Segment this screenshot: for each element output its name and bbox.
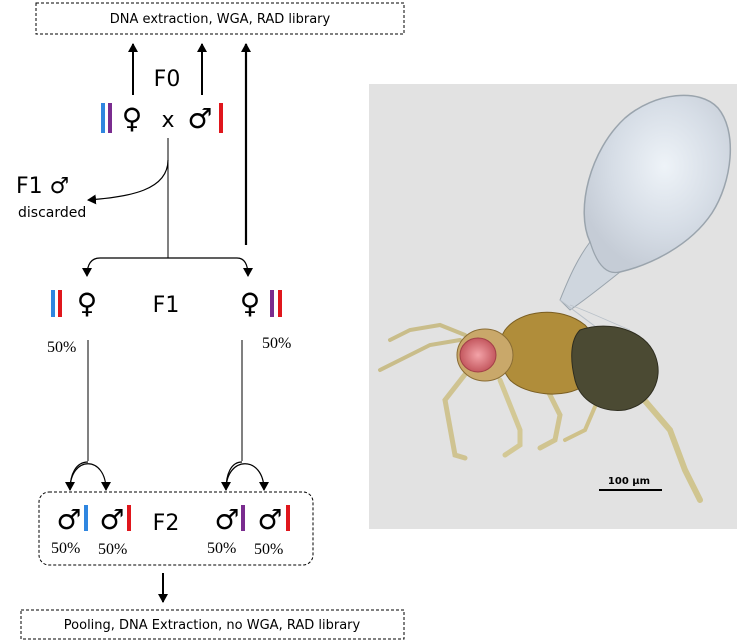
- percent-label: 50%: [262, 335, 291, 352]
- f2-male-3: ♂ 50%: [207, 503, 245, 557]
- f1-male-label: F1 ♂: [16, 174, 69, 199]
- chromosome-red: [278, 290, 282, 317]
- male-symbol: ♂: [56, 503, 81, 536]
- branch-right: [168, 257, 253, 277]
- percent-label: 50%: [47, 339, 76, 356]
- bottom-box-text: Pooling, DNA Extraction, no WGA, RAD lib…: [64, 618, 361, 633]
- f0-cross: ♀ x ♂: [101, 102, 223, 135]
- percent-label: 50%: [98, 541, 127, 558]
- f2-male-4: ♂ 50%: [254, 503, 290, 558]
- bottom-box: Pooling, DNA Extraction, no WGA, RAD lib…: [20, 609, 405, 640]
- male-symbol: ♂: [99, 503, 124, 536]
- wing: [559, 94, 732, 339]
- scale-bar: 100 µm: [599, 476, 662, 491]
- arc-left-start: [65, 461, 89, 491]
- f2-box: F2 ♂ 50% ♂ 50% ♂ 50% ♂ 50%: [38, 491, 314, 566]
- male-symbol: ♂: [187, 102, 212, 135]
- male-symbol: ♂: [214, 503, 239, 536]
- generation-f1: F1: [153, 293, 180, 318]
- chromosome-red: [219, 103, 223, 133]
- female-symbol: ♀: [240, 287, 261, 320]
- percent-label: 50%: [254, 541, 283, 558]
- generation-f2: F2: [153, 511, 180, 536]
- chromosome-blue: [84, 505, 88, 531]
- chromosome-blue: [101, 103, 105, 133]
- chromosome-red: [286, 505, 290, 531]
- f2-male-1: ♂ 50%: [51, 503, 88, 557]
- insect-photo: 100 µm: [369, 84, 737, 529]
- chromosome-purple: [270, 290, 274, 317]
- chromosome-red: [127, 505, 131, 531]
- cross-symbol: x: [161, 108, 174, 133]
- top-box: DNA extraction, WGA, RAD library: [35, 2, 405, 35]
- female-symbol: ♀: [77, 287, 98, 320]
- discarded-note: discarded: [18, 205, 86, 221]
- chromosome-red: [58, 290, 62, 317]
- female-symbol: ♀: [122, 102, 143, 135]
- branch-left: [82, 257, 168, 277]
- discard-arrow: [87, 159, 169, 205]
- percent-label: 50%: [51, 540, 80, 557]
- arc-right-start: [221, 461, 243, 491]
- percent-label: 50%: [207, 540, 236, 557]
- chromosome-blue: [51, 290, 55, 317]
- chromosome-purple: [241, 505, 245, 531]
- f1-right-female: ♀ 50%: [240, 287, 292, 352]
- scale-bar-label: 100 µm: [608, 476, 650, 487]
- f1-left-female: ♀ 50%: [47, 287, 97, 356]
- chromosome-purple: [108, 103, 112, 133]
- male-symbol: ♂: [257, 503, 282, 536]
- generation-f0: F0: [154, 67, 181, 92]
- f2-male-2: ♂ 50%: [98, 503, 131, 558]
- insect-body: [378, 311, 703, 503]
- eye: [459, 337, 497, 373]
- top-box-text: DNA extraction, WGA, RAD library: [110, 12, 331, 27]
